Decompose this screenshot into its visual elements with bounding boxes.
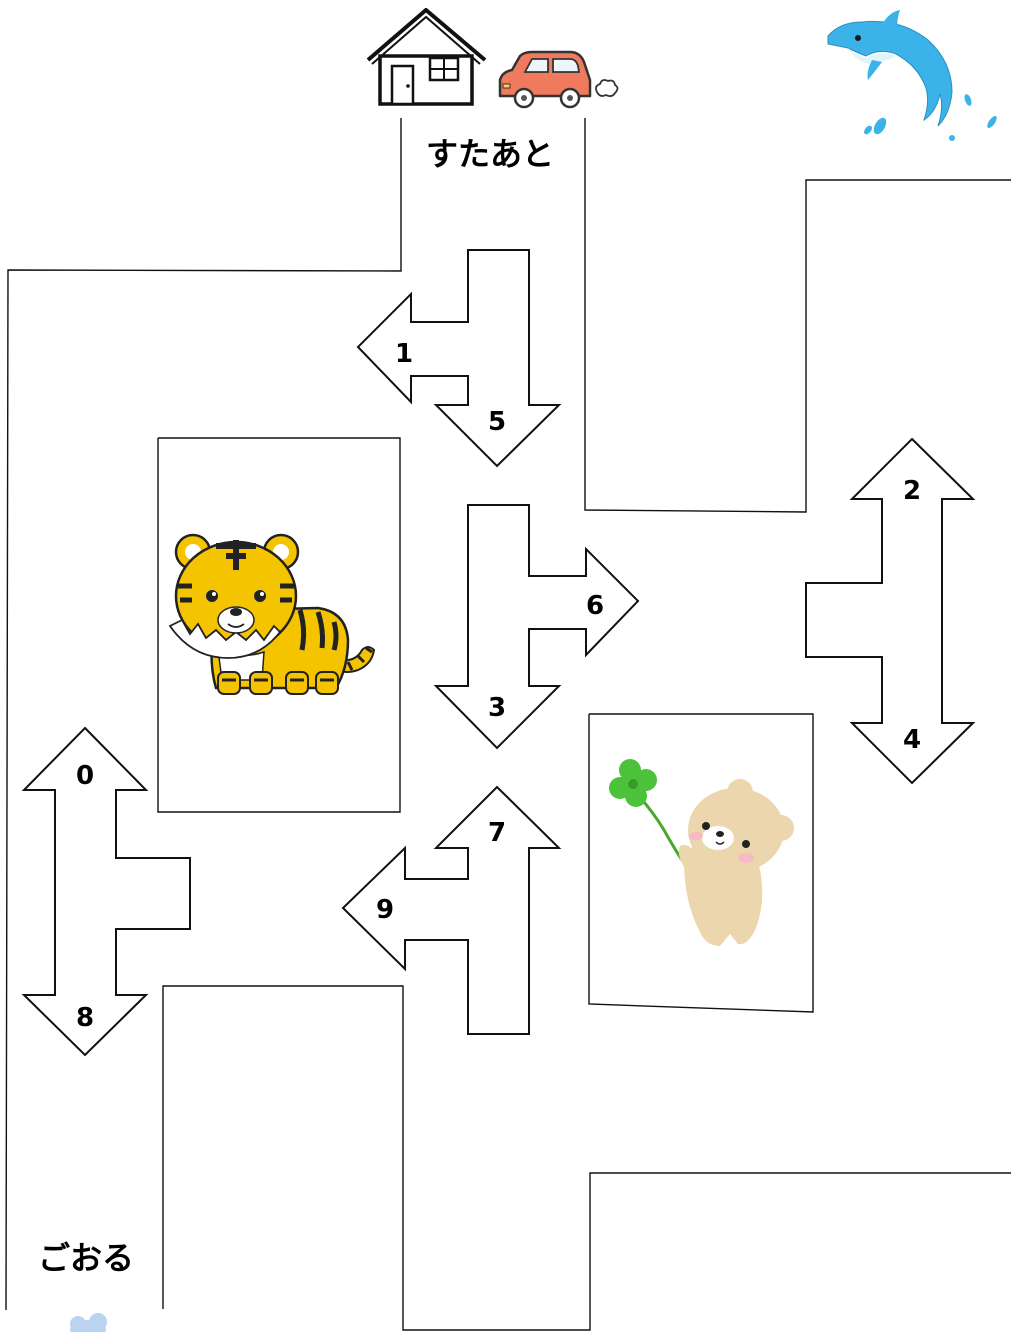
arrow-label-5: 5	[488, 407, 506, 437]
start-label: すたあと	[426, 135, 554, 173]
arrow-1-5	[358, 250, 559, 466]
arrow-label-7: 7	[488, 818, 506, 848]
arrow-3-6	[436, 505, 638, 748]
house-icon	[368, 10, 485, 104]
goal-label: ごおる	[38, 1239, 134, 1277]
wall-bottom-left	[163, 986, 1011, 1330]
arrow-label-6: 6	[586, 591, 604, 621]
arrow-label-8: 8	[76, 1003, 94, 1033]
arrow-label-3: 3	[488, 693, 506, 723]
tiger-icon	[170, 535, 374, 694]
arrow-0-8	[24, 728, 190, 1055]
four-leaf-clover-icon	[609, 759, 682, 860]
wall-top-right	[585, 118, 1011, 512]
dolphin-icon	[828, 10, 998, 141]
arrow-shape-3-6	[436, 505, 638, 748]
arrow-shape-1-5	[358, 250, 559, 466]
bear-icon	[679, 779, 794, 946]
arrow-shape-2-4	[806, 439, 973, 783]
car-icon	[500, 52, 618, 107]
arrow-label-2: 2	[903, 476, 921, 506]
arrow-label-4: 4	[903, 725, 921, 755]
arrow-label-1: 1	[395, 339, 413, 369]
wall-top-left	[6, 118, 401, 1310]
cloud-icon	[70, 1313, 107, 1332]
arrow-label-9: 9	[376, 895, 394, 925]
arrow-2-4	[806, 439, 973, 783]
arrow-shape-0-8	[24, 728, 190, 1055]
arrow-label-0: 0	[76, 761, 94, 791]
